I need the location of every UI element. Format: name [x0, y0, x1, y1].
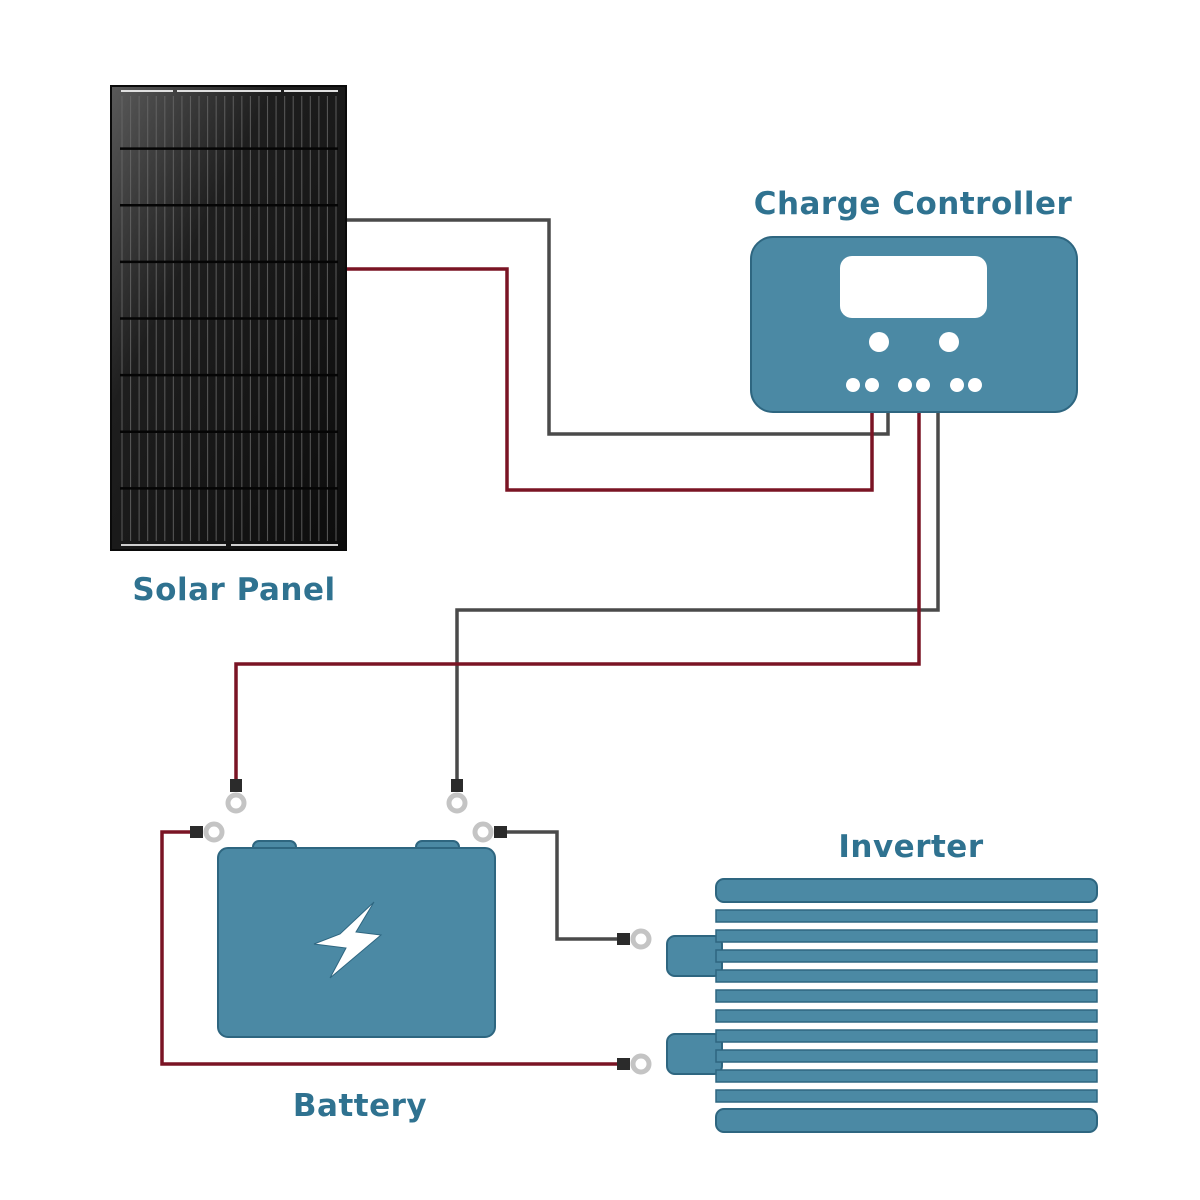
lug-crimp — [451, 779, 463, 792]
charge-controller-display — [840, 256, 987, 318]
inverter-fin — [715, 1049, 1098, 1063]
terminal-load-2 — [968, 378, 982, 392]
lug-ring-icon — [630, 928, 652, 950]
charge-controller-label: Charge Controller — [754, 186, 1073, 222]
lug-inverter-negative — [617, 928, 652, 950]
lug-controller-positive — [225, 779, 247, 814]
inverter-fin — [715, 989, 1098, 1003]
inverter-input-tab-bottom — [666, 1033, 723, 1075]
lug-crimp — [494, 826, 507, 838]
lug-ring-icon — [630, 1053, 652, 1075]
inverter-fins — [715, 878, 1098, 1133]
solar-panel-cell-lines — [120, 90, 338, 546]
inverter-top-plate — [715, 878, 1098, 903]
inverter-bottom-plate — [715, 1108, 1098, 1133]
inverter-fin — [715, 1009, 1098, 1023]
lug-ring-icon — [446, 792, 468, 814]
inverter-fin — [715, 969, 1098, 983]
terminal-battery-2 — [916, 378, 930, 392]
lug-crimp — [617, 1058, 630, 1070]
lug-crimp — [617, 933, 630, 945]
inverter-fin — [715, 1069, 1098, 1083]
inverter — [666, 878, 1098, 1133]
wire-battery-inverter-positive — [160, 830, 618, 1066]
terminal-solar-2 — [865, 378, 879, 392]
wire-battery-inverter-negative — [505, 830, 618, 941]
lug-battery-positive-out — [190, 821, 225, 843]
wire-solar-negative — [347, 218, 890, 436]
wire-controller-battery-negative — [455, 412, 940, 782]
controller-button-right — [939, 332, 959, 352]
solar-panel-label: Solar Panel — [132, 572, 335, 608]
inverter-fin — [715, 1029, 1098, 1043]
wires — [160, 218, 940, 1066]
battery-label: Battery — [293, 1088, 427, 1124]
lug-ring-icon — [225, 792, 247, 814]
lightning-bolt-icon — [313, 901, 383, 979]
battery — [217, 840, 496, 1038]
ring-lug-connectors — [190, 779, 652, 1075]
terminal-solar-1 — [846, 378, 860, 392]
lug-battery-negative-out — [472, 821, 507, 843]
lug-inverter-positive — [617, 1053, 652, 1075]
lug-crimp — [190, 826, 203, 838]
inverter-input-tab-top — [666, 935, 723, 977]
lug-ring-icon — [472, 821, 494, 843]
controller-terminals — [846, 378, 982, 392]
controller-button-left — [869, 332, 889, 352]
lug-controller-negative — [446, 779, 468, 814]
terminal-load-1 — [950, 378, 964, 392]
solar-panel — [110, 85, 347, 551]
charge-controller-body — [750, 236, 1078, 413]
lug-ring-icon — [203, 821, 225, 843]
lug-crimp — [230, 779, 242, 792]
wire-controller-battery-positive — [234, 412, 921, 782]
inverter-fin — [715, 929, 1098, 943]
inverter-fin — [715, 1089, 1098, 1103]
inverter-fin — [715, 909, 1098, 923]
inverter-fin — [715, 949, 1098, 963]
inverter-label: Inverter — [838, 829, 983, 865]
terminal-battery-1 — [898, 378, 912, 392]
wire-solar-positive — [347, 267, 874, 492]
charge-controller — [750, 236, 1078, 413]
